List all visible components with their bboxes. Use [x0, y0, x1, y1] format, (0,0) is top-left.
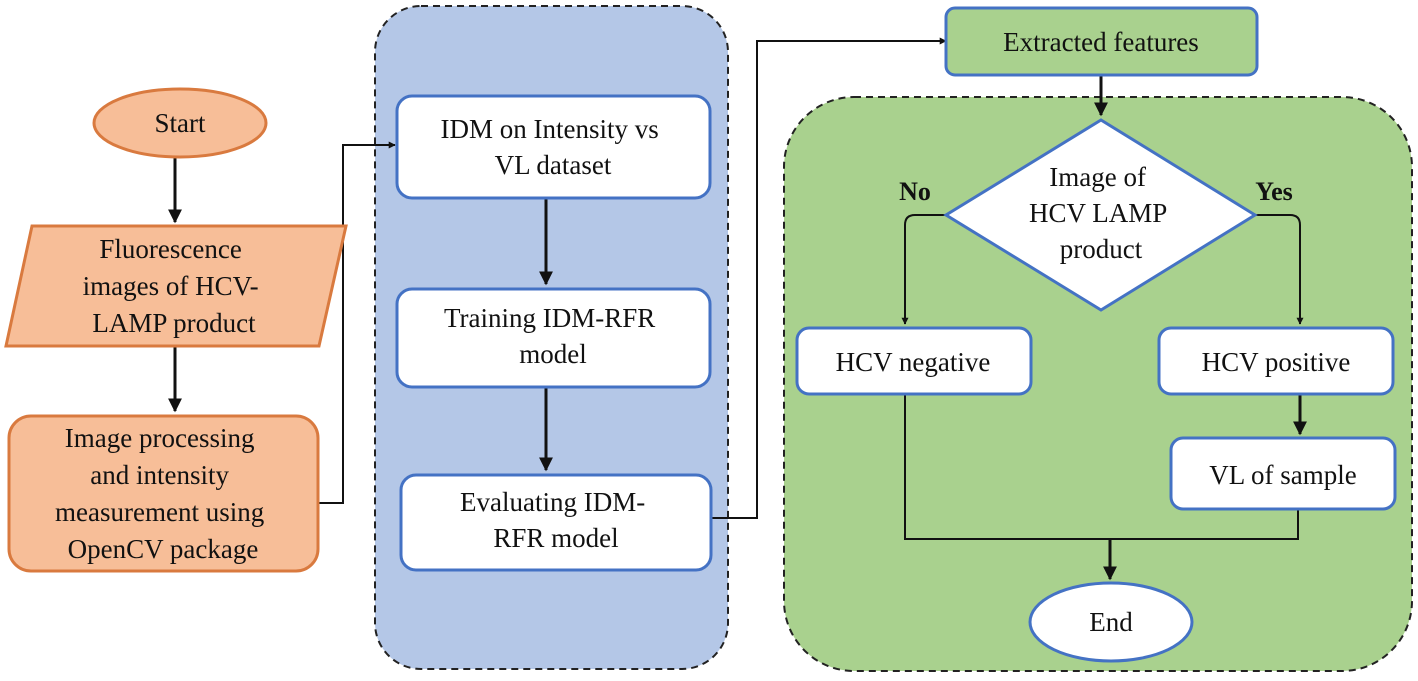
fluorescence-line-3: LAMP product [92, 308, 256, 338]
edge-processing-idm [318, 141, 396, 504]
negative-label: HCV negative [836, 347, 991, 377]
node-processing: Image processing and intensity measureme… [7, 414, 320, 573]
node-idm: IDM on Intensity vs VL dataset [395, 94, 712, 200]
svg-text:Evaluating IDM- RFR mode: Evaluating IDM- RFR model [460, 487, 652, 553]
node-start: Start [92, 87, 268, 159]
node-extracted: Extracted features [944, 6, 1259, 77]
node-training: Training IDM-RFR model [395, 287, 712, 389]
edge-vlsample-merge [1110, 510, 1299, 540]
svg-text:Training IDM-RFR model: Training IDM-RFR model [444, 303, 662, 369]
training-line-2: model [519, 339, 587, 369]
training-line-1: Training IDM-RFR [444, 303, 655, 333]
end-label: End [1089, 607, 1133, 637]
svg-text:Image processing and int: Image processing and intensity measureme… [55, 423, 271, 564]
svg-text:IDM on Intensity vs VL d: IDM on Intensity vs VL dataset [441, 114, 666, 180]
edge-negative-merge [904, 395, 1110, 540]
edge-decision-positive [1255, 214, 1304, 325]
label-no: No [899, 177, 931, 206]
svg-text:Fluorescence images of H: Fluorescence images of HCV- LAMP product [83, 234, 266, 338]
positive-label: HCV positive [1202, 347, 1351, 377]
extracted-label: Extracted features [1003, 27, 1199, 57]
processing-line-4: OpenCV package [68, 534, 259, 564]
node-vl-sample: VL of sample [1169, 436, 1397, 511]
node-positive: HCV positive [1157, 326, 1395, 396]
processing-line-1: Image processing [65, 423, 255, 453]
decision-line-2: HCV LAMP [1029, 198, 1166, 228]
node-fluorescence: Fluorescence images of HCV- LAMP product [4, 224, 348, 348]
svg-text:Image of HCV LAMP: Image of HCV LAMP product [1029, 162, 1173, 264]
edge-decision-negative [901, 214, 946, 325]
node-evaluating: Evaluating IDM- RFR model [399, 473, 713, 572]
fluorescence-line-1: Fluorescence [99, 234, 241, 264]
start-label: Start [155, 108, 206, 138]
processing-line-2: and intensity [90, 460, 229, 490]
node-end: End [1028, 581, 1194, 663]
processing-line-3: measurement using [55, 497, 264, 527]
green-region [783, 96, 1413, 672]
edge-evaluating-extracted [711, 37, 947, 519]
vl-sample-label: VL of sample [1209, 460, 1356, 490]
evaluating-line-1: Evaluating IDM- [460, 487, 645, 517]
decision-line-3: product [1060, 234, 1143, 264]
fluorescence-line-2: images of HCV- [83, 271, 259, 301]
connectors [168, 37, 1307, 581]
node-negative: HCV negative [795, 326, 1033, 396]
idm-line-1: IDM on Intensity vs [441, 114, 659, 144]
idm-line-2: VL dataset [495, 150, 612, 180]
label-yes: Yes [1255, 177, 1293, 206]
evaluating-line-2: RFR model [493, 523, 618, 553]
node-decision: Image of HCV LAMP product [943, 118, 1258, 312]
decision-line-1: Image of [1049, 162, 1146, 192]
